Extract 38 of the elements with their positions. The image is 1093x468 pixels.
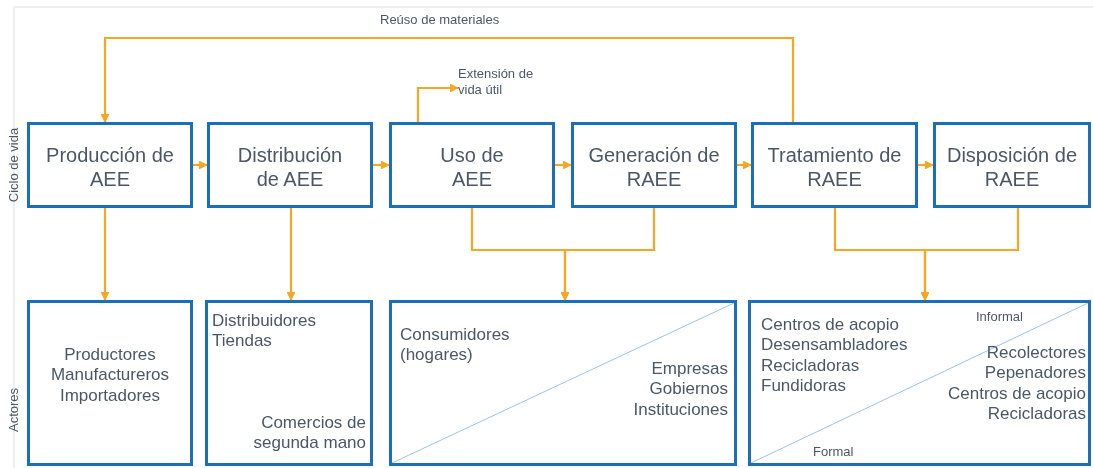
process-box [933, 122, 1091, 208]
process-box [207, 122, 373, 208]
box-text: Comercios de segunda mano [252, 413, 366, 454]
row-label: Actores [5, 387, 21, 433]
edge-label: Reúso de materiales [380, 12, 500, 27]
arrow [100, 36, 795, 123]
process-box [27, 122, 193, 208]
arrow [737, 160, 752, 170]
process-box [205, 300, 373, 466]
box-text: Generación de RAEE [587, 143, 721, 191]
box-text: Uso de AEE [439, 143, 505, 191]
box-text: Empresas Gobiernos Instituciones [632, 359, 728, 421]
arrow [920, 208, 1020, 301]
process-box [389, 122, 555, 208]
row-label: Ciclo de vida [5, 127, 21, 203]
box-text: Recolectores Pepenadores Centros de acopio Recicladoras [947, 343, 1086, 425]
box-text: Centros de acopio Desensambladores Recicladoras Fundidoras [761, 315, 909, 397]
arrow [560, 208, 656, 301]
arrow [373, 160, 390, 170]
box-text: Disposición de RAEE [945, 143, 1079, 191]
box-text: Consumidores (hogares) [400, 325, 511, 366]
arrow [918, 160, 934, 170]
box-text: Formal [813, 444, 855, 460]
arrow [193, 160, 208, 170]
box-text: Producción de AEE [45, 143, 175, 191]
arrow [100, 208, 110, 301]
note-text: Extensión de vida útil [458, 66, 535, 98]
arrow [286, 208, 296, 301]
box-text: Distribuidores Tiendas [212, 311, 317, 352]
arrow [416, 83, 459, 122]
process-box [27, 300, 193, 466]
box-text: Distribución de AEE [236, 143, 344, 191]
box-text: Tratamiento de RAEE [766, 143, 903, 191]
box-text: Productores Manufactureros Importadores [49, 345, 171, 407]
arrow [555, 160, 572, 170]
process-box [751, 122, 918, 208]
process-box [571, 122, 737, 208]
box-text: Informal [976, 309, 1024, 325]
